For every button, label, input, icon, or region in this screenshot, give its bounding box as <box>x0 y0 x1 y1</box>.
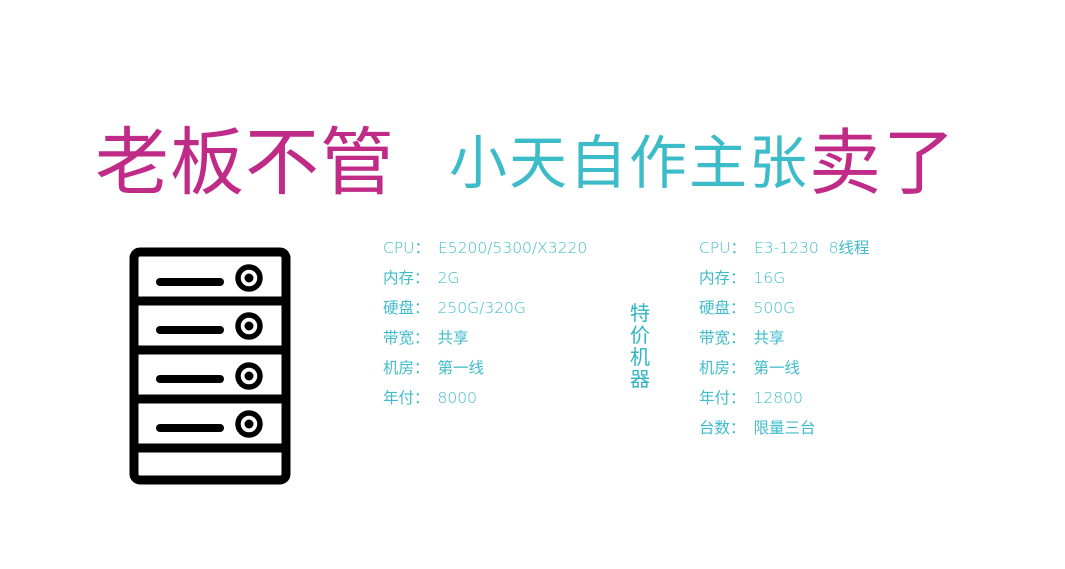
spec-value: 第一线 <box>753 359 801 377</box>
spec-label: 带宽： <box>699 329 746 347</box>
spec-value: E3-1230 8线程 <box>754 239 870 257</box>
spec-row: 硬盘： 250G/320G <box>383 293 587 323</box>
spec-value: 2G <box>437 269 460 287</box>
spec-label: CPU： <box>699 239 747 257</box>
spec-label: 年付： <box>383 389 430 407</box>
spec-label: 硬盘： <box>699 299 746 317</box>
spec-label: 年付： <box>699 389 746 407</box>
spec-value: 12800 <box>753 389 803 407</box>
spec-label: 内存： <box>383 269 430 287</box>
spec-value: 共享 <box>437 329 469 347</box>
spec-row: 硬盘： 500G <box>699 293 869 323</box>
spec-row: CPU： E5200/5300/X3220 <box>383 233 587 263</box>
spec-label: 内存： <box>699 269 746 287</box>
spec-label: 带宽： <box>383 329 430 347</box>
spec-row: 年付： 8000 <box>383 383 587 413</box>
spec-row: 机房： 第一线 <box>383 353 587 383</box>
spec-label: 硬盘： <box>383 299 430 317</box>
right-spec-list: CPU： E3-1230 8线程 内存： 16G 硬盘： 500G 带宽： 共享 机房：… <box>699 233 869 443</box>
spec-label: 机房： <box>383 359 430 377</box>
headline-end: 卖了 <box>809 121 958 205</box>
spec-label: 机房： <box>699 359 746 377</box>
spec-value: 限量三台 <box>753 419 816 437</box>
spec-label: 台数： <box>699 419 746 437</box>
spec-row: CPU： E3-1230 8线程 <box>699 233 869 263</box>
spec-value: E5200/5300/X3220 <box>438 239 588 257</box>
spec-value: 500G <box>753 299 796 317</box>
spec-value: 8000 <box>437 389 477 407</box>
spec-value: 第一线 <box>437 359 485 377</box>
spec-row: 带宽： 共享 <box>383 323 587 353</box>
spec-row: 内存： 2G <box>383 263 587 293</box>
server-rack-icon <box>129 247 291 485</box>
spec-value: 250G/320G <box>437 299 526 317</box>
headline-middle: 小天自作主张 <box>449 129 810 197</box>
spec-row: 内存： 16G <box>699 263 869 293</box>
spec-value: 16G <box>753 269 786 287</box>
spec-row: 机房： 第一线 <box>699 353 869 383</box>
headline-left: 老板不管 <box>95 120 395 206</box>
spec-row: 年付： 12800 <box>699 383 869 413</box>
spec-row: 台数： 限量三台 <box>699 413 869 443</box>
spec-label: CPU： <box>383 239 431 257</box>
headline: 老板不管小天自作主张卖了 <box>95 118 995 208</box>
special-offer-label: 特价机器 <box>630 301 650 391</box>
spec-row: 带宽： 共享 <box>699 323 869 353</box>
left-spec-list: CPU：E5200/5300/X3220 内存：2G 硬盘：250G/320G … <box>383 233 587 413</box>
spec-value: 共享 <box>753 329 785 347</box>
